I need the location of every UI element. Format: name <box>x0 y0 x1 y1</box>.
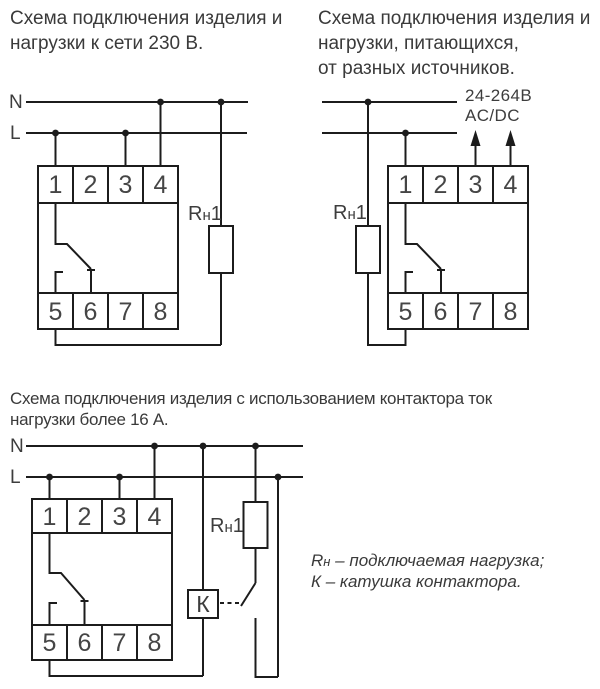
arrow-stems <box>474 146 512 166</box>
terminal-label: 7 <box>113 629 127 657</box>
terminal-label: 1 <box>399 171 413 199</box>
legend-line1-rest: – подключаемая нагрузка; <box>330 551 545 570</box>
diagram1-drop-wires <box>54 102 222 226</box>
diagram3-junction-dots <box>46 442 282 481</box>
terminal-label: 4 <box>148 503 162 531</box>
terminal-label: 8 <box>504 298 518 326</box>
diagram2-load-wires <box>367 102 407 346</box>
diagram3-relay-contact <box>48 533 89 625</box>
diagram1-relay-contact <box>54 203 95 293</box>
legend-line1: Rн – подключаемая нагрузка; <box>311 551 544 572</box>
diagram3-load-resistor <box>242 501 269 549</box>
diagram1-load-label: Rн1 <box>188 203 222 225</box>
terminal-label: 8 <box>154 298 168 326</box>
diagram2-relay-contact <box>404 203 445 293</box>
terminal-label: 3 <box>119 171 133 199</box>
terminal-label: 2 <box>434 171 448 199</box>
diagram3-neutral-label: N <box>10 436 24 457</box>
terminal-label: 6 <box>434 298 448 326</box>
terminal-label: 4 <box>154 171 168 199</box>
legend-r-sub: н <box>323 554 331 569</box>
diagram3-title-line2: нагрузки более 16 А. <box>10 410 169 429</box>
terminal-label: 7 <box>119 298 133 326</box>
diagram2-title: Схема подключения изделия и нагрузки, пи… <box>318 6 590 81</box>
diagram1-title-line1: Схема подключения изделия и <box>10 8 283 29</box>
diagram2-terminal-labels: 1 2 3 4 5 6 7 8 <box>399 171 518 326</box>
diagram3-load-label: Rн1 <box>210 515 244 537</box>
diagram1-schematic: N L 1 2 3 <box>9 92 248 346</box>
terminal-label: 3 <box>469 171 483 199</box>
diagram2-load-label: Rн1 <box>333 202 367 224</box>
diagram3-device: 1 2 3 4 5 6 7 8 <box>31 498 173 661</box>
up-arrow-icon <box>470 130 481 146</box>
diagram1-load-return-wire <box>54 273 222 346</box>
diagram3-title: Схема подключения изделия с использовани… <box>10 388 492 430</box>
diagram3-coil-return-wire <box>48 618 204 677</box>
diagram3-schematic: N L <box>10 436 303 678</box>
diagram3-terminal-labels: 1 2 3 4 5 6 7 8 <box>43 503 162 657</box>
diagram2-device: 1 2 3 4 5 6 7 8 <box>387 165 529 330</box>
diagram2-wires <box>322 101 457 346</box>
diagram2-supply-arrows <box>470 130 516 166</box>
diagram1-neutral-label: N <box>9 92 23 113</box>
diagram1-load-resistor <box>208 225 234 274</box>
diagram1-junction-dots <box>52 98 225 137</box>
diagram3-title-line1: Схема подключения изделия с использовани… <box>10 389 492 408</box>
diagram3-contactor-coil-label: К <box>196 591 210 617</box>
terminal-label: 5 <box>43 629 57 657</box>
diagram3-contactor-contact <box>240 548 278 678</box>
diagram3-line-label: L <box>10 467 21 488</box>
diagram2-title-line2: нагрузки, питающихся, <box>318 33 519 54</box>
diagram2-load-resistor <box>355 225 381 274</box>
terminal-label: 5 <box>399 298 413 326</box>
diagram1-title-line2: нагрузки к сети 230 В. <box>10 33 204 54</box>
diagram1-device: 1 2 3 4 5 6 7 8 <box>37 165 179 330</box>
terminal-label: 2 <box>78 503 92 531</box>
diagram3-drop-wires <box>48 446 279 677</box>
diagram1-wires <box>26 101 248 346</box>
terminal-label: 1 <box>49 171 63 199</box>
up-arrow-icon <box>505 130 516 146</box>
legend: Rн – подключаемая нагрузка; К – катушка … <box>311 551 544 591</box>
diagram2-supply-type-label: AC/DC <box>465 106 520 125</box>
terminal-label: 4 <box>504 171 518 199</box>
legend-r: R <box>311 551 324 570</box>
terminal-label: 6 <box>78 629 92 657</box>
diagram1-line-label: L <box>10 123 21 144</box>
terminal-label: 3 <box>113 503 127 531</box>
terminal-label: 5 <box>49 298 63 326</box>
diagram1-terminal-labels: 1 2 3 4 5 6 7 8 <box>49 171 168 326</box>
terminal-label: 6 <box>84 298 98 326</box>
diagram2-supply-range-label: 24-264В <box>465 86 532 105</box>
diagram2-title-line3: от разных источников. <box>318 58 515 79</box>
terminal-label: 7 <box>469 298 483 326</box>
diagram2-title-line1: Схема подключения изделия и <box>318 8 591 29</box>
diagram2-junction-dots <box>364 98 409 137</box>
diagram3-contactor-coil-box <box>187 589 219 619</box>
diagram2-terminal-dividers <box>388 166 528 329</box>
terminal-label: 1 <box>43 503 57 531</box>
diagram2-schematic: 24-264В AC/DC 1 2 3 4 5 6 7 8 Rн1 <box>322 86 532 346</box>
terminal-label: 8 <box>148 629 162 657</box>
legend-line2: К – катушка контактора. <box>311 571 522 591</box>
terminal-label: 2 <box>84 171 98 199</box>
diagram1-terminal-dividers <box>38 166 178 329</box>
diagram1-title: Схема подключения изделия и нагрузки к с… <box>10 6 282 56</box>
diagram3-terminal-dividers <box>32 499 172 660</box>
